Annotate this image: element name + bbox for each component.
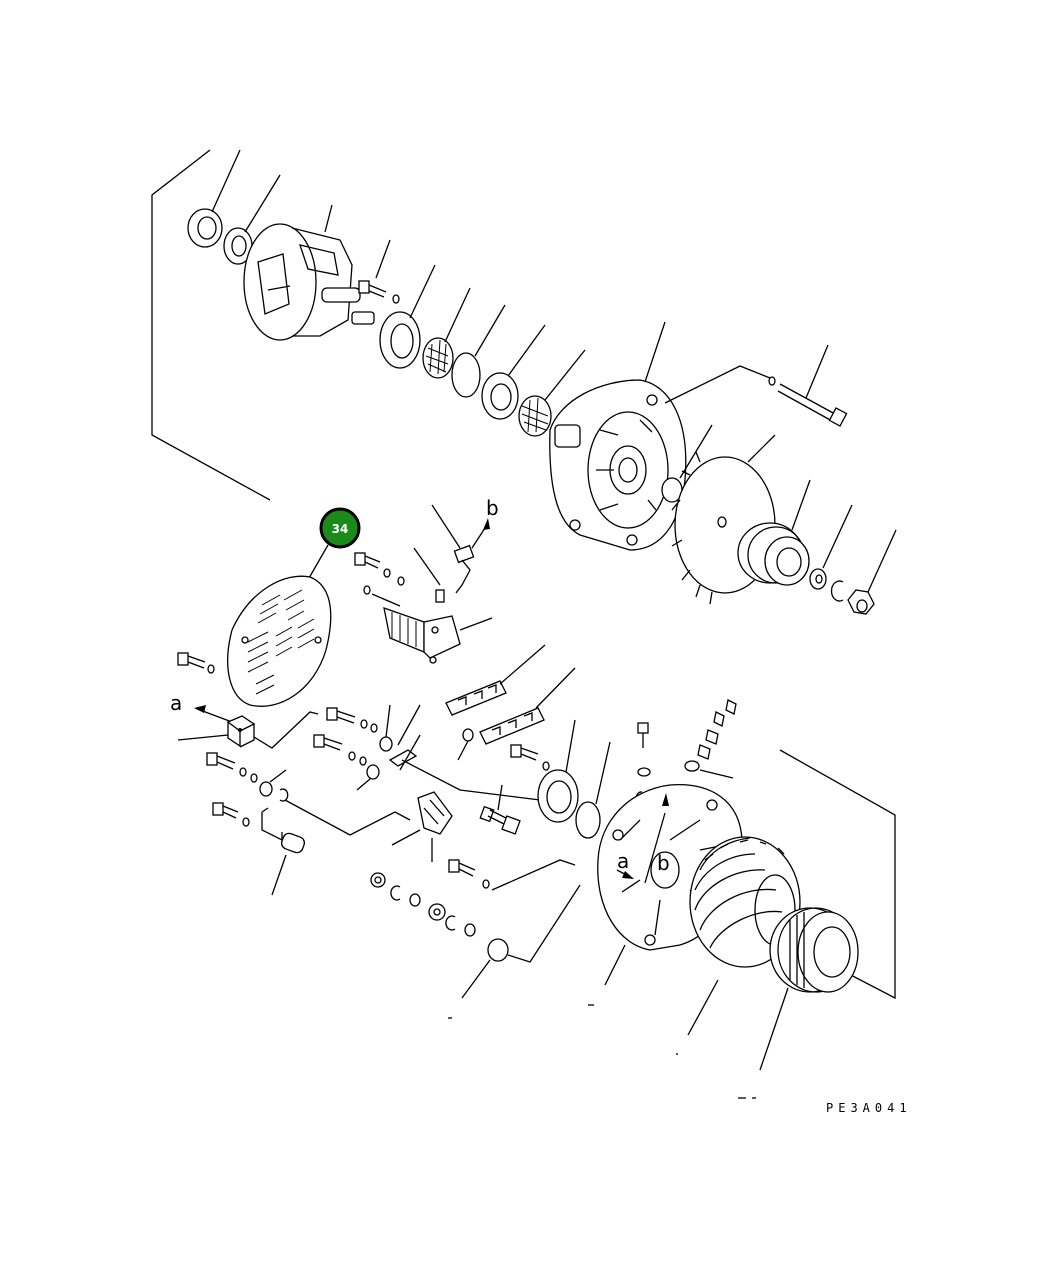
washer-part [809, 504, 853, 590]
diode-part [391, 791, 453, 862]
bolt-lower [448, 859, 576, 891]
bolt-set-left [206, 752, 411, 836]
regulator-part [383, 607, 493, 664]
upper-group-bracket [151, 149, 271, 501]
terminal-bolt-part [510, 744, 550, 771]
callout-34[interactable]: 34 [304, 507, 361, 586]
bearing-part [187, 149, 241, 248]
bolt-set-middle [313, 704, 393, 791]
rear-pulley-part [759, 907, 859, 1071]
brush-part [413, 504, 475, 603]
label-a: a [170, 691, 182, 715]
label-b-housing: b [657, 851, 670, 875]
figure-code: PE3A041 [826, 1101, 912, 1115]
o-ring-part [451, 304, 506, 398]
rear-cover-plate-part [227, 575, 332, 707]
terminal-stud-part [457, 728, 474, 761]
o-ring-part-2 [575, 741, 611, 839]
screw-part-upper [358, 239, 400, 304]
callout-number: 34 [332, 522, 349, 536]
front-housing-part [549, 321, 771, 551]
nut-part [847, 529, 897, 615]
label-a-arrow: a [170, 691, 319, 749]
stray-marks [448, 1004, 756, 1099]
regulator-screw-part [354, 552, 405, 607]
washer-set-lower [370, 872, 581, 999]
label-b: b [486, 496, 499, 520]
fan-gear-part [422, 287, 471, 379]
rear-terminal-part [635, 699, 737, 805]
lock-washer-part [830, 580, 844, 602]
cover-screw-part [177, 652, 215, 674]
lower-group-bracket [779, 749, 896, 1000]
through-bolt-part [768, 344, 848, 427]
gear-part [518, 349, 586, 437]
bearing-cover-part [537, 719, 579, 823]
rectifier-plate-part-2 [479, 667, 576, 745]
label-b-arrow: b [471, 496, 499, 549]
long-bolt-part [479, 784, 521, 835]
condenser-part [212, 802, 306, 896]
label-a-housing: a [617, 849, 629, 873]
pulley-part [737, 479, 811, 586]
bearing-part-2 [481, 324, 546, 420]
rectifier-plate-part-1 [445, 644, 546, 716]
seal-part [379, 264, 436, 369]
rotor-part [243, 204, 375, 341]
